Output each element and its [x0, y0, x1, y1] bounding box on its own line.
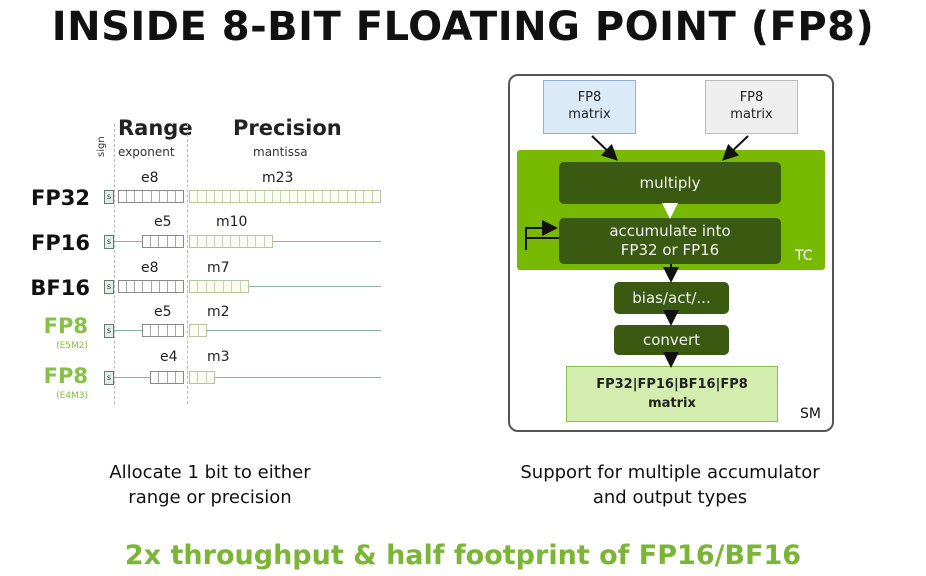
- exponent-bits: [118, 190, 184, 203]
- accumulate-line2: FP32 or FP16: [620, 241, 720, 259]
- mantissa-bits: [189, 190, 381, 203]
- format-name: BF16: [30, 276, 90, 300]
- exponent-gap-line: [114, 241, 142, 242]
- mantissa-label: m2: [207, 304, 230, 320]
- slide-title: INSIDE 8-BIT FLOATING POINT (FP8): [51, 4, 875, 50]
- input-a-label: matrix: [568, 107, 611, 122]
- tc-label: TC: [795, 248, 813, 264]
- exponent-label: e8: [141, 170, 159, 186]
- format-variant: (E4M3): [56, 391, 88, 401]
- unused-line: [215, 377, 381, 378]
- sign-bit: s: [104, 371, 114, 385]
- exponent-label: e5: [154, 214, 172, 230]
- output-matrix: FP32|FP16|BF16|FP8 matrix: [566, 366, 778, 422]
- format-name: FP8: [43, 314, 88, 338]
- input-b-label: matrix: [730, 107, 773, 122]
- exponent-bits: [150, 371, 184, 384]
- accumulate-block: accumulate into FP32 or FP16: [559, 218, 781, 264]
- mantissa-label: m23: [262, 170, 294, 186]
- divider-sign: [114, 124, 115, 404]
- sign-bit: s: [104, 235, 114, 249]
- right-caption-line2: and output types: [592, 487, 748, 508]
- exponent-label: e4: [160, 349, 178, 365]
- right-caption-line1: Support for multiple accumulator: [520, 462, 820, 483]
- fp8-matrix-input-b: FP8 matrix: [705, 80, 798, 134]
- format-variant: (E5M2): [56, 341, 88, 351]
- flow-arrows: [525, 135, 749, 368]
- mantissa-bits: [189, 371, 215, 384]
- sign-bit: s: [104, 280, 114, 294]
- arrow-input-a: [591, 135, 618, 161]
- unused-line: [249, 286, 381, 287]
- sign-bit: s: [104, 190, 114, 204]
- mantissa-label: m3: [207, 349, 230, 365]
- mantissa-label: m10: [216, 214, 248, 230]
- unused-line: [207, 330, 381, 331]
- output-label: matrix: [648, 396, 696, 411]
- mantissa-header: mantissa: [253, 145, 308, 159]
- mantissa-bits: [189, 280, 249, 293]
- exponent-label: e5: [154, 304, 172, 320]
- left-caption-line1: Allocate 1 bit to either: [109, 462, 311, 483]
- mantissa-bits: [189, 235, 273, 248]
- arrow-input-b: [722, 135, 749, 161]
- multiply-block: multiply: [559, 162, 781, 204]
- sign-label: sign: [96, 136, 107, 157]
- format-name: FP16: [31, 231, 90, 255]
- mantissa-bits: [189, 324, 207, 337]
- range-header: Range: [118, 116, 193, 140]
- fp8-matrix-input-a: FP8 matrix: [543, 80, 636, 134]
- input-a-type: FP8: [577, 90, 602, 105]
- divider-exponent: [187, 124, 188, 404]
- mantissa-label: m7: [207, 260, 230, 276]
- bias-act-block: bias/act/...: [614, 282, 729, 314]
- accumulate-line1: accumulate into: [609, 222, 731, 240]
- exponent-label: e8: [141, 260, 159, 276]
- precision-header: Precision: [233, 116, 342, 140]
- left-caption: Allocate 1 bit to either range or precis…: [40, 460, 380, 510]
- sm-label: SM: [800, 406, 821, 422]
- exponent-bits: [142, 324, 184, 337]
- right-caption: Support for multiple accumulator and out…: [470, 460, 870, 510]
- format-name: FP32: [31, 186, 90, 210]
- unused-line: [273, 241, 381, 242]
- exponent-header: exponent: [118, 145, 175, 159]
- convert-block: convert: [614, 325, 729, 355]
- footer-statement: 2x throughput & half footprint of FP16/B…: [124, 540, 802, 571]
- exponent-bits: [118, 280, 184, 293]
- accumulate-loop-arrow: [525, 220, 559, 250]
- input-b-type: FP8: [739, 90, 764, 105]
- exponent-gap-line: [114, 377, 150, 378]
- left-caption-line2: range or precision: [128, 487, 292, 508]
- exponent-gap-line: [114, 330, 142, 331]
- sign-bit: s: [104, 324, 114, 338]
- sign-header: sign: [95, 124, 111, 158]
- exponent-bits: [142, 235, 184, 248]
- output-types: FP32|FP16|BF16|FP8: [596, 377, 748, 392]
- format-name: FP8: [43, 364, 88, 388]
